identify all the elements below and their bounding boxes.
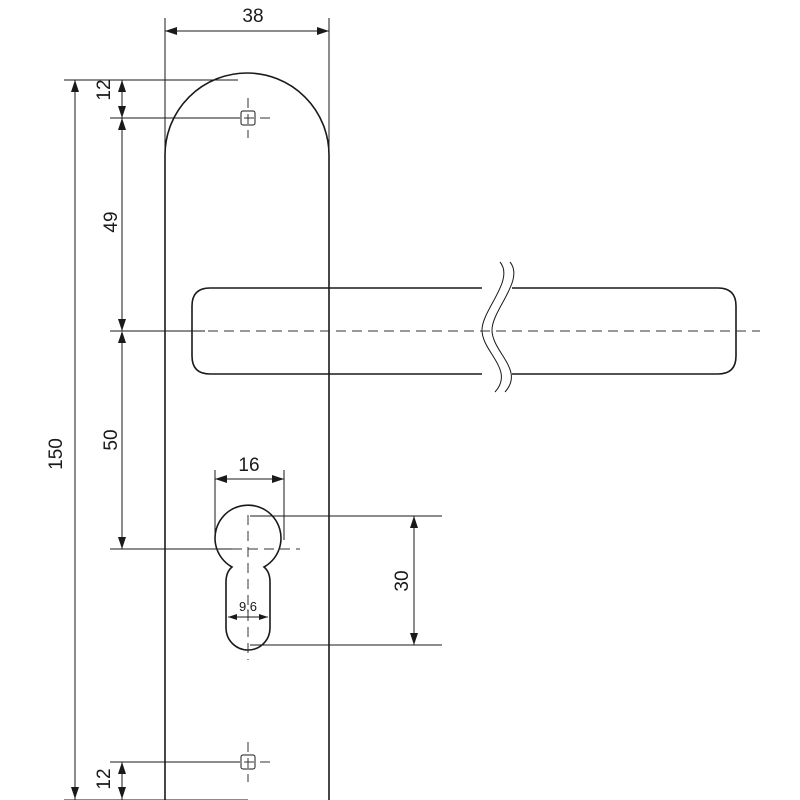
dimension-overall-height: 150	[46, 79, 248, 800]
svg-text:50: 50	[101, 429, 122, 450]
dimension-handle-to-cylinder: 50	[101, 343, 232, 550]
dimension-bottom-screw-offset: 12	[94, 761, 240, 800]
svg-text:16: 16	[238, 455, 259, 476]
dimension-top-screw-offset: 12	[94, 79, 240, 130]
back-plate-outline	[164, 72, 330, 800]
dimension-cylinder-slot: 9,6	[228, 599, 268, 620]
svg-text:49: 49	[101, 211, 122, 232]
lever-handle	[191, 261, 760, 393]
svg-text:150: 150	[46, 438, 67, 470]
svg-text:9,6: 9,6	[239, 599, 257, 614]
break-line-right	[491, 261, 515, 393]
svg-text:12: 12	[94, 79, 115, 100]
break-line-left	[481, 261, 505, 393]
dimension-plate-width: 38	[164, 6, 330, 290]
dimension-screw-to-handle: 49	[101, 128, 205, 343]
dimension-cylinder-height: 30	[250, 515, 442, 646]
dimension-cylinder-width: 16	[214, 455, 285, 540]
svg-text:38: 38	[242, 6, 263, 27]
svg-text:30: 30	[392, 570, 413, 591]
svg-text:12: 12	[94, 768, 115, 789]
